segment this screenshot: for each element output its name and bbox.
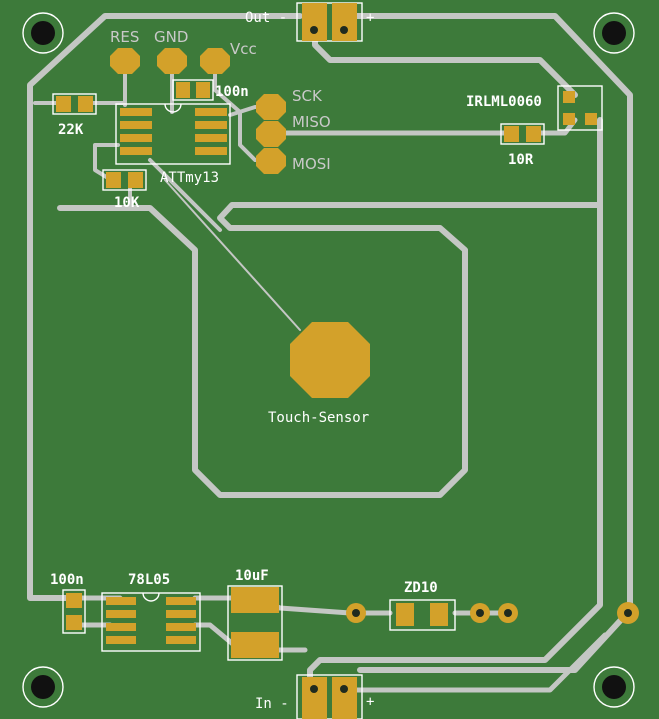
label-cap-top: 100n [215,84,249,100]
label-out-plus: + [366,10,374,26]
isp-header-side [256,94,286,174]
trace-outer-left [27,13,303,601]
silkscreen-text: Out - + In - + RES GND Vcc 100n SCK MISO… [50,10,542,712]
trace-in-plus [352,632,608,693]
label-sensor: Touch-Sensor [268,410,369,426]
label-cap-10uf: 10uF [235,568,269,584]
isp-header-top [110,48,230,74]
label-vcc: Vcc [230,40,257,58]
regulator-78l05 [101,592,201,652]
label-in-plus: + [366,694,374,710]
label-in: In - [255,696,289,712]
label-22k: 22K [58,122,84,138]
label-gnd: GND [154,28,188,46]
trace-sensor-thin [164,179,301,331]
trace-outer-right [339,13,633,673]
label-10r: 10R [508,152,534,168]
label-miso: MISO [292,113,331,131]
label-zener: ZD10 [404,580,438,596]
label-cap-bottom: 100n [50,572,84,588]
mcu-attiny13 [115,103,231,165]
label-mcu: ATTmy13 [160,170,219,186]
trace-mcu-diag [148,158,222,232]
cap-bottom-100n [62,589,86,634]
label-10k: 10K [114,195,140,211]
cap-10uf [227,585,283,661]
resistor-22k [52,93,97,115]
resistor-10k [102,169,147,191]
resistor-10r [500,123,545,145]
label-out: Out - [245,10,287,26]
mosfet-irlml0060 [557,85,603,131]
trace-10k-left [93,143,120,180]
out-connector [296,2,363,42]
mounting-holes [22,12,635,708]
vias [346,602,639,624]
touch-sensor-pad [290,322,370,398]
label-mosi: MOSI [292,155,331,173]
label-mosfet: IRLML0060 [466,94,542,110]
cap-top-100n [172,79,214,101]
label-sck: SCK [292,87,323,105]
zener-zd10 [389,599,456,631]
trace-right-inner [307,117,603,693]
label-regulator: 78L05 [128,572,170,588]
trace-sensor-loop [57,202,603,498]
in-connector [296,674,363,719]
label-res: RES [110,28,139,46]
